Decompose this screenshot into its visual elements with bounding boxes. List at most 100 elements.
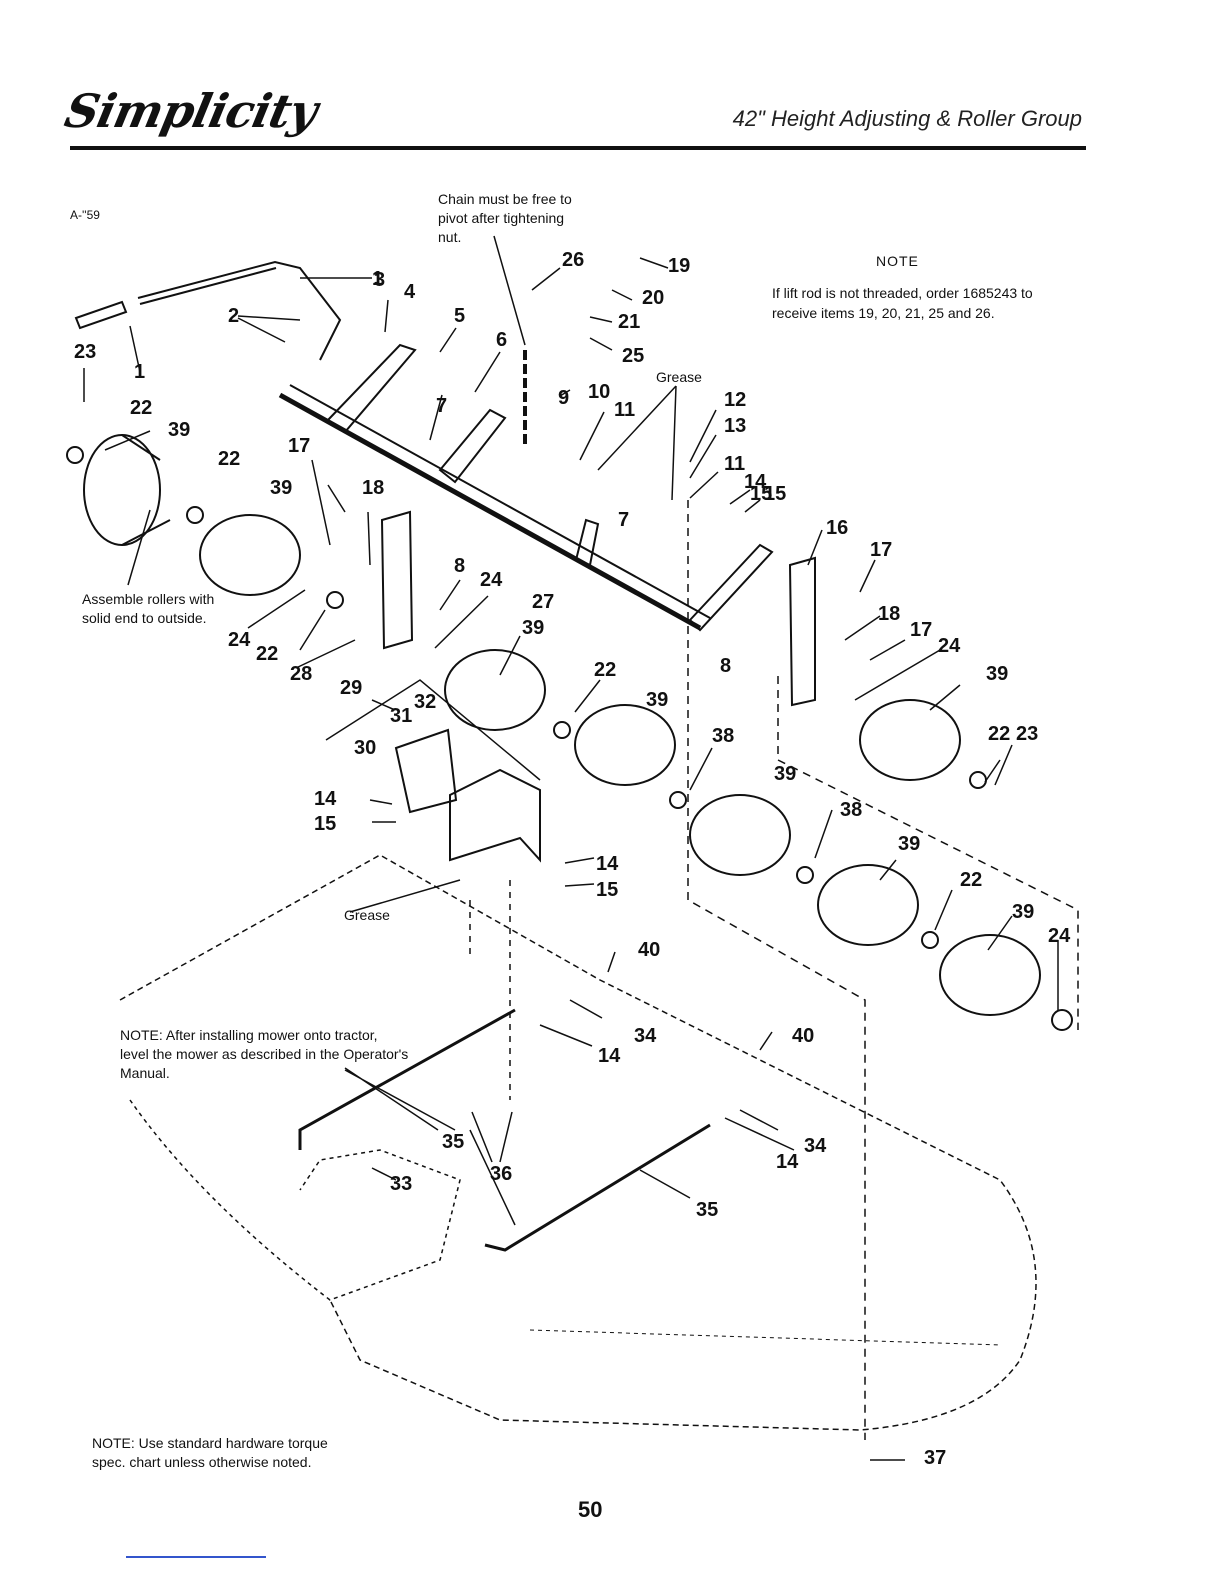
part-label: 37: [924, 1447, 946, 1469]
part-label: 39: [986, 663, 1008, 685]
diagram-lines: [66, 235, 1079, 1461]
part-label: 15: [750, 483, 772, 505]
part-label: 36: [490, 1163, 512, 1185]
part-label: 19: [668, 255, 690, 277]
alignment-line-right: [687, 500, 866, 1440]
bracket-right-shape: [574, 518, 600, 567]
washer-22e: [921, 931, 939, 949]
part-label: 22: [960, 869, 982, 891]
part-label: 31: [390, 705, 412, 727]
part-label: 17: [288, 435, 310, 457]
part-label: 35: [442, 1131, 464, 1153]
part-label: 39: [774, 763, 796, 785]
roller-far-right: [859, 699, 961, 781]
part-label: 22: [988, 723, 1010, 745]
part-label: 21: [618, 311, 640, 333]
diagram-code: A-''59: [70, 208, 100, 222]
part-label: 8: [454, 555, 465, 577]
washer-22c: [326, 591, 344, 609]
part-label: 39: [168, 419, 190, 441]
bracket-left-shape: [326, 343, 417, 434]
arm-right-shape: [688, 543, 774, 632]
part-label: 30: [354, 737, 376, 759]
part-label: 23: [1016, 723, 1038, 745]
part-label: 39: [898, 833, 920, 855]
part-label: 9: [558, 387, 569, 409]
part-label: 11: [724, 453, 745, 475]
washer-38b: [796, 866, 814, 884]
roller-right-3: [939, 934, 1041, 1016]
roller-center-1: [444, 649, 546, 731]
part-label: 14: [596, 853, 619, 875]
roller-left-2: [199, 514, 301, 596]
leveling-rod-left: [298, 1008, 516, 1150]
part-label: 1: [134, 361, 145, 383]
lift-rod-shape: [137, 260, 342, 361]
roller-right-1: [689, 794, 791, 876]
part-label: 39: [522, 617, 544, 639]
part-number-labels: 1 1 2 3 4 5 6 7 7 8 8 9 10 11 11 12 13 1…: [74, 249, 1071, 1469]
part-label: 6: [496, 329, 507, 351]
part-label: 26: [562, 249, 584, 271]
part-label: 8: [720, 655, 731, 677]
part-label: 2: [228, 305, 239, 327]
lift-rod-note: If lift rod is not threaded, order 16852…: [772, 285, 1033, 321]
leveling-rod-right: [484, 1123, 711, 1252]
part-label: 25: [622, 345, 644, 367]
part-label: 14: [314, 788, 337, 810]
grease-callout-upper: Grease: [656, 369, 702, 385]
part-label: 33: [390, 1173, 412, 1195]
spacer-24: [1051, 1009, 1073, 1031]
pivot-bracket-shape: [449, 768, 541, 863]
part-label: 7: [436, 395, 447, 417]
part-label: 24: [480, 569, 503, 591]
part-label: 24: [1048, 925, 1071, 947]
lift-rod-note-heading: NOTE: [876, 253, 919, 269]
part-label: 34: [634, 1025, 657, 1047]
page-number: 50: [578, 1497, 603, 1522]
washer-38a: [669, 791, 687, 809]
alignment-line-center: [469, 880, 511, 1100]
part-label: 18: [878, 603, 900, 625]
torque-note: NOTE: Use standard hardware torque spec.…: [92, 1435, 328, 1470]
part-label: 35: [696, 1199, 718, 1221]
spring-shape: [74, 300, 128, 330]
part-label: 4: [404, 281, 416, 303]
part-label: 14: [776, 1151, 799, 1173]
part-label: 12: [724, 389, 746, 411]
part-label: 13: [724, 415, 746, 437]
part-label: 34: [804, 1135, 827, 1157]
part-label: 38: [840, 799, 862, 821]
part-label: 11: [614, 399, 635, 421]
right-plate-shape: [788, 556, 816, 707]
part-label: 22: [218, 448, 240, 470]
part-label: 1: [372, 268, 383, 290]
level-note: NOTE: After installing mower onto tracto…: [120, 1027, 409, 1081]
part-label: 24: [938, 635, 961, 657]
part-label: 39: [270, 477, 292, 499]
part-label: 18: [362, 477, 384, 499]
part-label: 14: [598, 1045, 621, 1067]
part-label: 7: [618, 509, 629, 531]
alignment-line-far-right: [777, 676, 1079, 1030]
part-label: 29: [340, 677, 362, 699]
part-label: 3: [374, 269, 385, 291]
part-label: 20: [642, 287, 664, 309]
footer-underline: [126, 1556, 266, 1558]
part-label: 17: [870, 539, 892, 561]
part-label: 39: [646, 689, 668, 711]
part-label: 15: [596, 879, 618, 901]
part-label: 28: [290, 663, 312, 685]
part-label: 15: [764, 483, 786, 505]
part-label: 23: [74, 341, 96, 363]
left-plate-shape: [380, 510, 414, 650]
part-label: 17: [910, 619, 932, 641]
chain-note: Chain must be free to pivot after tighte…: [438, 191, 572, 245]
washer-22f: [969, 771, 987, 789]
roller-right-2: [817, 864, 919, 946]
part-label: 40: [638, 939, 660, 961]
mower-deck-outline: [119, 854, 1037, 1431]
part-label: 22: [594, 659, 616, 681]
part-label: 38: [712, 725, 734, 747]
